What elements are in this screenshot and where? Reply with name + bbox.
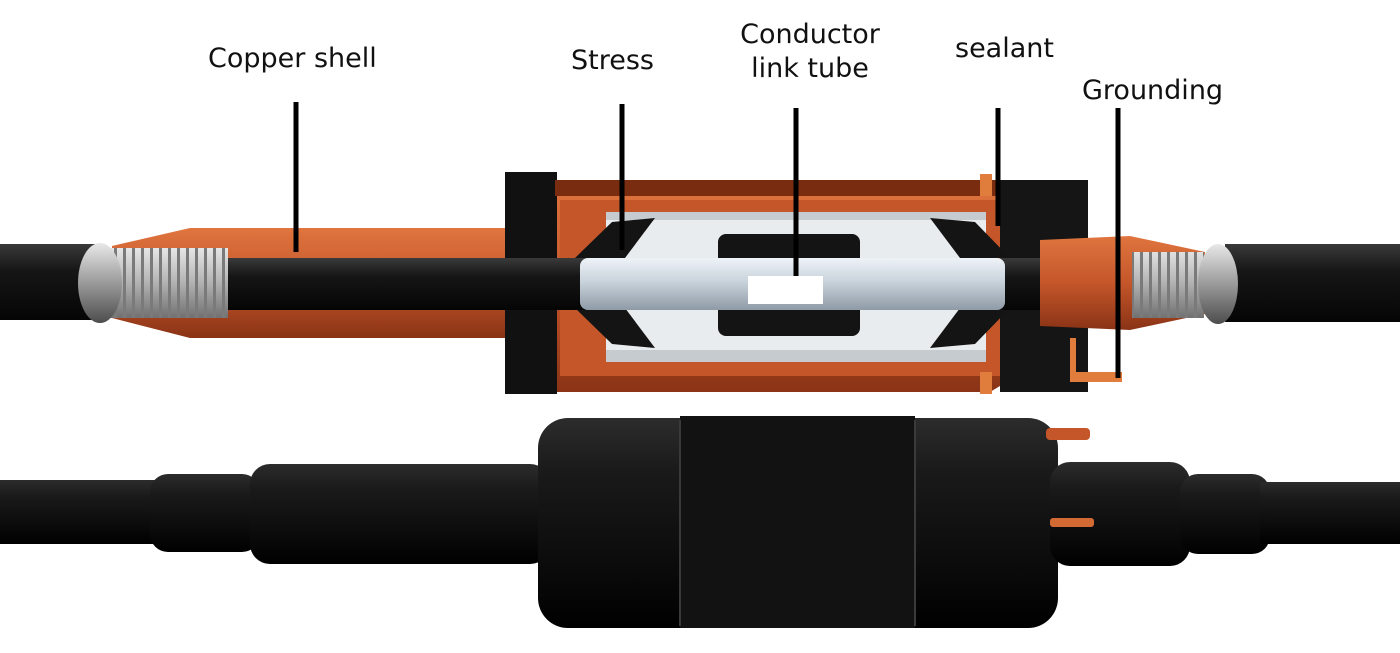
label-conductor-line1: Conductor [740,19,880,50]
left-conductor-core [220,258,590,310]
bottom-left-sleeve-2 [250,464,550,564]
label-grounding: Grounding [1082,75,1224,106]
right-cable [1225,244,1400,322]
bottom-right-sleeve-2 [1180,474,1270,554]
stress-cone-left-top [575,218,655,258]
label-copper-shell: Copper shell [208,43,377,74]
label-sealant: sealant [955,33,1054,64]
label-stress: Stress [571,45,654,76]
bottom-right-cable [1260,482,1400,544]
bottom-left-sleeve-1 [150,474,260,552]
leader-lines [293,102,1121,378]
label-conductor-link-tube: Conductor link tube [730,18,890,86]
stress-cone-left-bottom [575,308,655,348]
assembled-view [0,416,1400,628]
link-tube-highlight [748,276,823,304]
stress-cone-right-top [930,218,1010,258]
label-conductor-line2: link tube [751,53,869,84]
right-thread [1132,252,1204,318]
cavity-shadow-bottom [606,350,986,362]
sealant-ring-bottom [980,372,992,394]
bottom-copper-stub-bottom [1050,518,1094,527]
bottom-main-band [680,416,915,628]
cutaway-view [0,172,1400,394]
bottom-copper-stub-top [1046,428,1090,440]
sealant-ring-top [980,174,992,196]
left-ball-joint [78,243,122,323]
left-thread [110,248,228,318]
link-block-bottom [718,302,860,336]
housing-top-shell [555,180,1005,196]
bottom-right-sleeve-1 [1050,462,1190,566]
stress-cone-right-bottom [930,308,1010,348]
right-ball-joint [1198,244,1238,324]
